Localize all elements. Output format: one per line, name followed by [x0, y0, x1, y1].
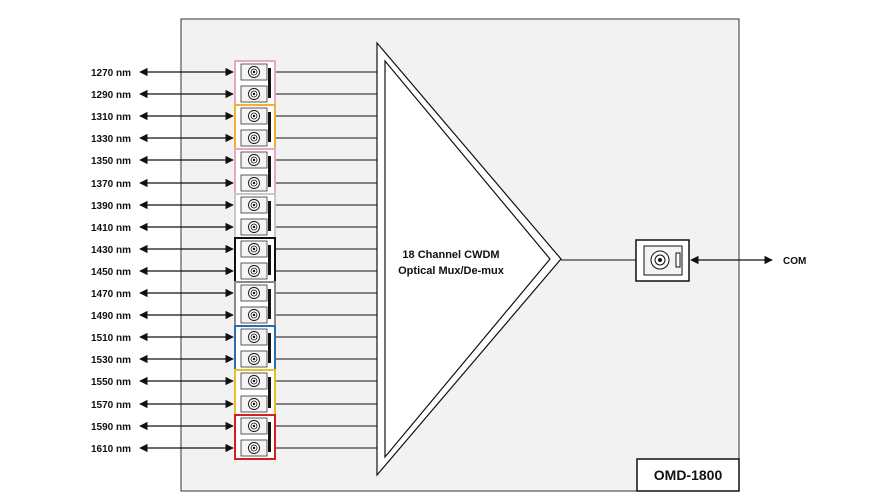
- channel-label: 1470 nm: [91, 289, 131, 300]
- channel-label: 1510 nm: [91, 333, 131, 344]
- fiber-port-icon: [248, 353, 260, 365]
- com-port-icon: [650, 250, 681, 270]
- fiber-port-icon: [248, 199, 260, 211]
- fiber-port-icon: [248, 66, 260, 78]
- channel-label: 1410 nm: [91, 223, 131, 234]
- channel-ports: 1270 nm 1290 nm 1310 nm 1330 nm 1350 nm 1370 …: [91, 60, 377, 460]
- channel-label: 1390 nm: [91, 201, 131, 212]
- duplex-adapter: [234, 104, 276, 150]
- adapter-latch: [268, 68, 271, 98]
- channel-label: 1530 nm: [91, 355, 131, 366]
- channel-label: 1370 nm: [91, 179, 131, 190]
- duplex-adapter: [234, 281, 276, 327]
- duplex-adapter: [234, 237, 276, 283]
- channel-label: 1350 nm: [91, 156, 131, 167]
- fiber-port-icon: [248, 309, 260, 321]
- duplex-adapter: [234, 148, 276, 195]
- mux-label-line1: 18 Channel CWDM: [402, 249, 499, 261]
- adapter-latch: [268, 377, 271, 408]
- mux-triangle-inner: [384, 59, 551, 459]
- channel-label: 1490 nm: [91, 311, 131, 322]
- fiber-port-icon: [248, 243, 260, 255]
- fiber-port-icon: [248, 420, 260, 432]
- fiber-port-icon: [248, 88, 260, 100]
- com-label: COM: [783, 256, 806, 267]
- fiber-port-icon: [248, 398, 260, 410]
- duplex-adapter: [234, 325, 276, 371]
- fiber-port-icon: [248, 331, 260, 343]
- channel-label: 1310 nm: [91, 112, 131, 123]
- fiber-port-icon: [248, 154, 260, 166]
- duplex-adapter: [234, 60, 276, 106]
- adapter-latch: [268, 201, 271, 231]
- adapter-latch: [268, 422, 271, 452]
- fiber-port-icon: [248, 221, 260, 233]
- channel-label: 1330 nm: [91, 134, 131, 145]
- mux-label-line2: Optical Mux/De-mux: [398, 265, 505, 277]
- duplex-adapter: [234, 414, 276, 460]
- fiber-port-icon: [248, 265, 260, 277]
- fiber-port-icon: [248, 132, 260, 144]
- fiber-port-icon: [248, 442, 260, 454]
- channel-label: 1570 nm: [91, 400, 131, 411]
- model-label: OMD-1800: [654, 467, 723, 483]
- fiber-port-icon: [248, 287, 260, 299]
- channel-label: 1290 nm: [91, 90, 131, 101]
- duplex-adapter: [234, 369, 276, 416]
- fiber-port-icon: [248, 177, 260, 189]
- adapter-latch: [268, 156, 271, 187]
- adapter-latch: [268, 245, 271, 275]
- channel-label: 1450 nm: [91, 267, 131, 278]
- channel-label: 1430 nm: [91, 245, 131, 256]
- duplex-adapter: [234, 193, 276, 239]
- channel-label: 1550 nm: [91, 377, 131, 388]
- model-label-box: [636, 458, 740, 492]
- channel-label: 1590 nm: [91, 422, 131, 433]
- fiber-port-icon: [248, 375, 260, 387]
- fiber-port-icon: [248, 110, 260, 122]
- channel-label: 1270 nm: [91, 68, 131, 79]
- adapter-latch: [268, 333, 271, 363]
- adapter-latch: [268, 289, 271, 319]
- adapter-latch: [268, 112, 271, 142]
- channel-label: 1610 nm: [91, 444, 131, 455]
